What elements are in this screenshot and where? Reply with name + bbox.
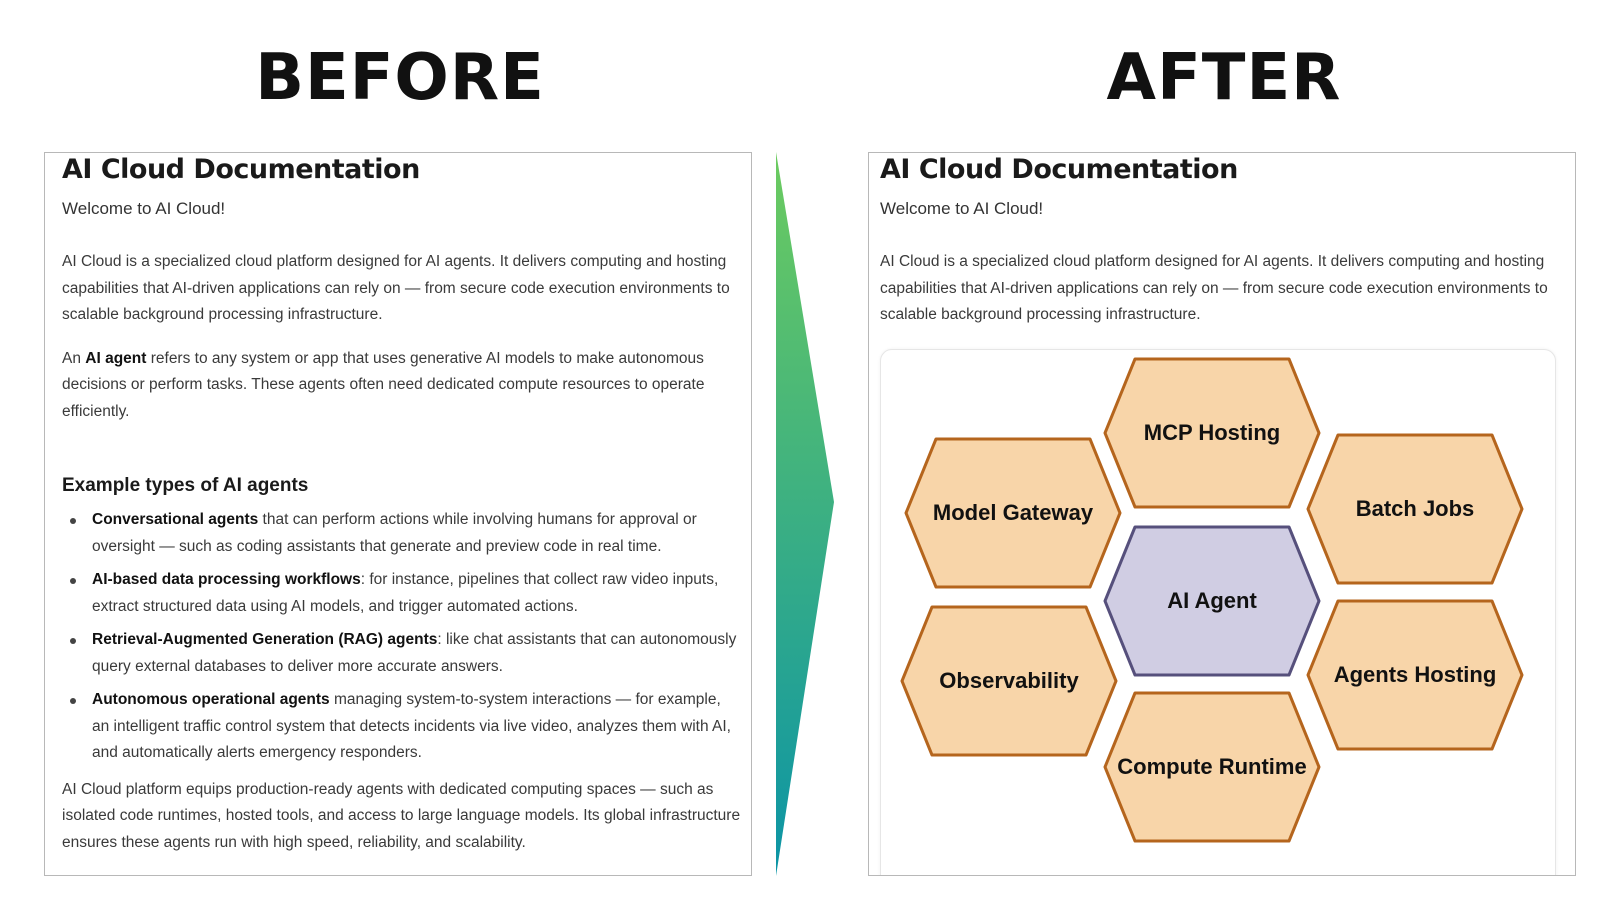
- agent-def-post: refers to any system or app that uses ge…: [62, 349, 705, 420]
- hex-batch-jobs: Batch Jobs: [1306, 433, 1524, 585]
- hex-label: AI Agent: [1167, 588, 1257, 613]
- hex-compute-runtime: Compute Runtime: [1103, 691, 1321, 843]
- list-item: Conversational agents that can perform a…: [62, 507, 741, 560]
- hex-label: Batch Jobs: [1356, 496, 1475, 521]
- list-item-text: : like chat assistants that can autonomo…: [92, 631, 737, 675]
- hex-label: Compute Runtime: [1117, 754, 1306, 779]
- agent-def-term: AI agent: [85, 349, 147, 367]
- list-item: AI-based data processing workflows: for …: [62, 567, 741, 620]
- hex-label: Agents Hosting: [1334, 662, 1497, 687]
- list-item: Autonomous operational agents managing s…: [62, 687, 741, 767]
- ai-agent-hex-diagram: MCP Hosting Model Gateway Batch Jobs Obs…: [900, 357, 1524, 843]
- list-item-text: that can perform actions while involving…: [92, 511, 697, 555]
- list-item-text: managing system-to-system interactions —…: [92, 691, 731, 761]
- before-doc-panel: AI Cloud Documentation Welcome to AI Clo…: [44, 152, 752, 876]
- list-item-term: AI-based data processing workflows: [92, 571, 361, 588]
- agent-definition-paragraph: An AI agent refers to any system or app …: [62, 346, 741, 426]
- examples-heading: Example types of AI agents: [62, 475, 309, 496]
- after-heading: AFTER: [1106, 41, 1342, 115]
- examples-list: Conversational agents that can perform a…: [62, 507, 741, 767]
- hex-mcp-hosting: MCP Hosting: [1103, 357, 1321, 509]
- agent-def-pre: An: [62, 349, 86, 367]
- hex-observability: Observability: [900, 605, 1118, 757]
- hex-label: Observability: [939, 668, 1079, 693]
- before-heading: BEFORE: [255, 41, 545, 115]
- list-item: Retrieval-Augmented Generation (RAG) age…: [62, 627, 741, 680]
- closing-paragraph: AI Cloud platform equips production-read…: [62, 780, 741, 851]
- intro-paragraph: AI Cloud is a specialized cloud platform…: [62, 253, 730, 323]
- page-title: AI Cloud Documentation: [880, 154, 1238, 185]
- hex-ai-agent: AI Agent: [1103, 525, 1321, 677]
- intro-paragraph: AI Cloud is a specialized cloud platform…: [880, 253, 1548, 323]
- hex-model-gateway: Model Gateway: [904, 437, 1122, 589]
- list-item-text: : for instance, pipelines that collect r…: [92, 571, 719, 615]
- list-item-term: Retrieval-Augmented Generation (RAG) age…: [92, 631, 438, 648]
- welcome-text: Welcome to AI Cloud!: [880, 199, 1044, 218]
- hex-label: Model Gateway: [933, 500, 1094, 525]
- list-item-term: Conversational agents: [92, 511, 259, 528]
- transition-arrow: [776, 152, 834, 876]
- hex-label: MCP Hosting: [1144, 420, 1280, 445]
- welcome-text: Welcome to AI Cloud!: [62, 199, 226, 218]
- list-item-term: Autonomous operational agents: [92, 691, 330, 708]
- after-doc-panel: AI Cloud Documentation Welcome to AI Clo…: [868, 152, 1576, 876]
- hex-agents-hosting: Agents Hosting: [1306, 599, 1524, 751]
- page-title: AI Cloud Documentation: [62, 154, 420, 185]
